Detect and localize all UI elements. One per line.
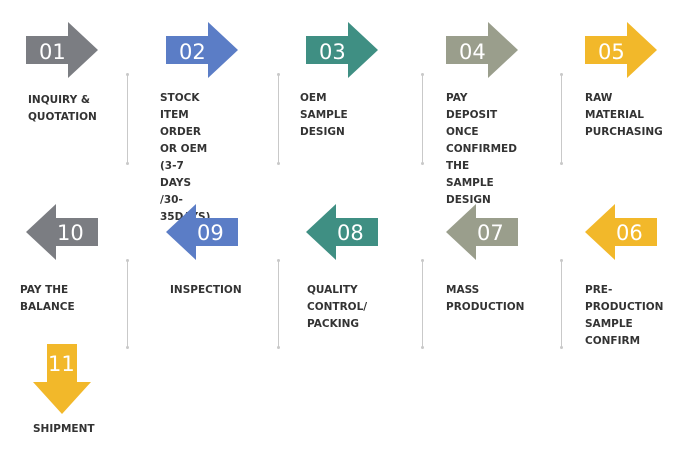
step-label: PRE-PRODUCTION SAMPLE CONFIRM	[585, 284, 664, 347]
step-number: 09	[197, 221, 224, 245]
divider-line	[421, 73, 424, 165]
step-label: PAY THE BALANCE	[20, 284, 75, 313]
divider-line	[560, 259, 563, 349]
step-label: RAW MATERIAL PURCHASING	[585, 92, 663, 138]
arrow-right-icon	[585, 22, 657, 78]
step-label: INSPECTION	[170, 284, 242, 296]
divider-line	[126, 73, 129, 165]
divider-line	[277, 73, 280, 165]
step-label: OEM SAMPLE DESIGN	[300, 92, 348, 138]
step-number: 06	[616, 221, 643, 245]
divider-line	[277, 259, 280, 349]
step-number: 05	[598, 40, 625, 64]
arrow-shape	[306, 204, 378, 260]
step-number: 08	[337, 221, 364, 245]
arrow-left-icon	[166, 204, 238, 260]
arrow-left-icon	[26, 204, 98, 260]
arrow-right-icon	[446, 22, 518, 78]
arrow-shape	[33, 344, 91, 414]
step-label: INQUIRY & QUOTATION	[28, 94, 97, 123]
arrow-shape	[166, 22, 238, 78]
step-number: 11	[48, 352, 75, 376]
arrow-shape	[585, 22, 657, 78]
step-number: 02	[179, 40, 206, 64]
arrow-left-icon	[585, 204, 657, 260]
arrow-down-icon	[33, 344, 91, 414]
step-label: MASS PRODUCTION	[446, 284, 525, 313]
arrow-shape	[446, 204, 518, 260]
step-label: PAY DEPOSIT ONCE CONFIRMED THE SAMPLE DE…	[446, 92, 517, 206]
arrow-left-icon	[306, 204, 378, 260]
arrow-right-icon	[166, 22, 238, 78]
step-number: 01	[39, 40, 66, 64]
arrow-shape	[306, 22, 378, 78]
divider-line	[421, 259, 424, 349]
arrow-left-icon	[446, 204, 518, 260]
divider-line	[560, 73, 563, 165]
step-number: 07	[477, 221, 504, 245]
step-number: 04	[459, 40, 486, 64]
arrow-shape	[26, 22, 98, 78]
arrow-shape	[26, 204, 98, 260]
step-number: 03	[319, 40, 346, 64]
step-label: SHIPMENT	[33, 423, 95, 435]
arrow-right-icon	[26, 22, 98, 78]
arrow-shape	[446, 22, 518, 78]
arrow-right-icon	[306, 22, 378, 78]
divider-line	[126, 259, 129, 349]
arrow-shape	[585, 204, 657, 260]
step-label: QUALITY CONTROL/ PACKING	[307, 284, 368, 330]
step-number: 10	[57, 221, 84, 245]
arrow-shape	[166, 204, 238, 260]
